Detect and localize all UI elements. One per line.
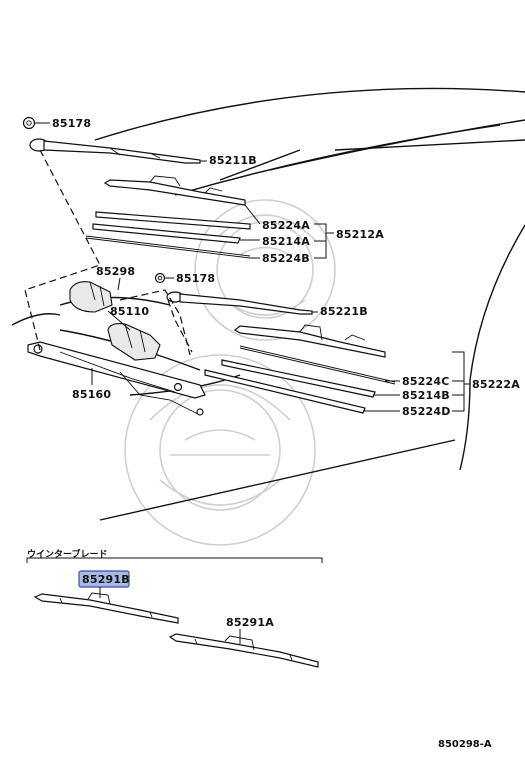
label-winter-blade-other[interactable]: 85291A	[226, 616, 274, 629]
label-arm-left[interactable]: 85211B	[209, 154, 257, 167]
label-winter-blade-highlighted[interactable]: 85291B	[82, 573, 130, 586]
label-arm-right[interactable]: 85221B	[320, 305, 368, 318]
label-nut-mid[interactable]: 85178	[176, 272, 215, 285]
leader-lines	[34, 122, 470, 412]
winter-section-title: ウインターブレード	[27, 548, 107, 560]
dashed-group-outline	[24, 149, 193, 356]
watermark	[124, 199, 336, 546]
diagram-code: 850298-A	[438, 739, 492, 750]
label-blade-insert-d[interactable]: 85224D	[402, 405, 451, 418]
label-blade-strip-a[interactable]: 85214A	[262, 235, 310, 248]
label-nut-top[interactable]: 85178	[52, 117, 91, 130]
winter-blade-right	[168, 633, 319, 668]
label-blade-insert-b[interactable]: 85224B	[262, 252, 310, 265]
label-blade-assy-right[interactable]: 85222A	[472, 378, 520, 391]
label-blade-insert-a[interactable]: 85224A	[262, 219, 310, 232]
label-motor[interactable]: 85110	[110, 305, 149, 318]
right-blade-assembly	[204, 324, 396, 414]
label-link[interactable]: 85160	[72, 388, 111, 401]
right-wiper-arm	[166, 291, 313, 315]
label-blade-insert-c[interactable]: 85224C	[402, 375, 450, 388]
label-blade-strip-b[interactable]: 85214B	[402, 389, 450, 402]
left-blade-assembly	[85, 175, 251, 259]
winter-section-bracket	[26, 557, 323, 563]
left-wiper-arm	[22, 116, 201, 164]
label-blade-assy-left[interactable]: 85212A	[336, 228, 384, 241]
motor-and-linkage	[27, 272, 206, 416]
winter-blade-left	[33, 593, 179, 624]
winter-blade-section: ウインターブレード 85291B 85291A	[26, 548, 323, 668]
label-bracket[interactable]: 85298	[96, 265, 135, 278]
highlight-box-85291b[interactable]	[78, 570, 130, 588]
